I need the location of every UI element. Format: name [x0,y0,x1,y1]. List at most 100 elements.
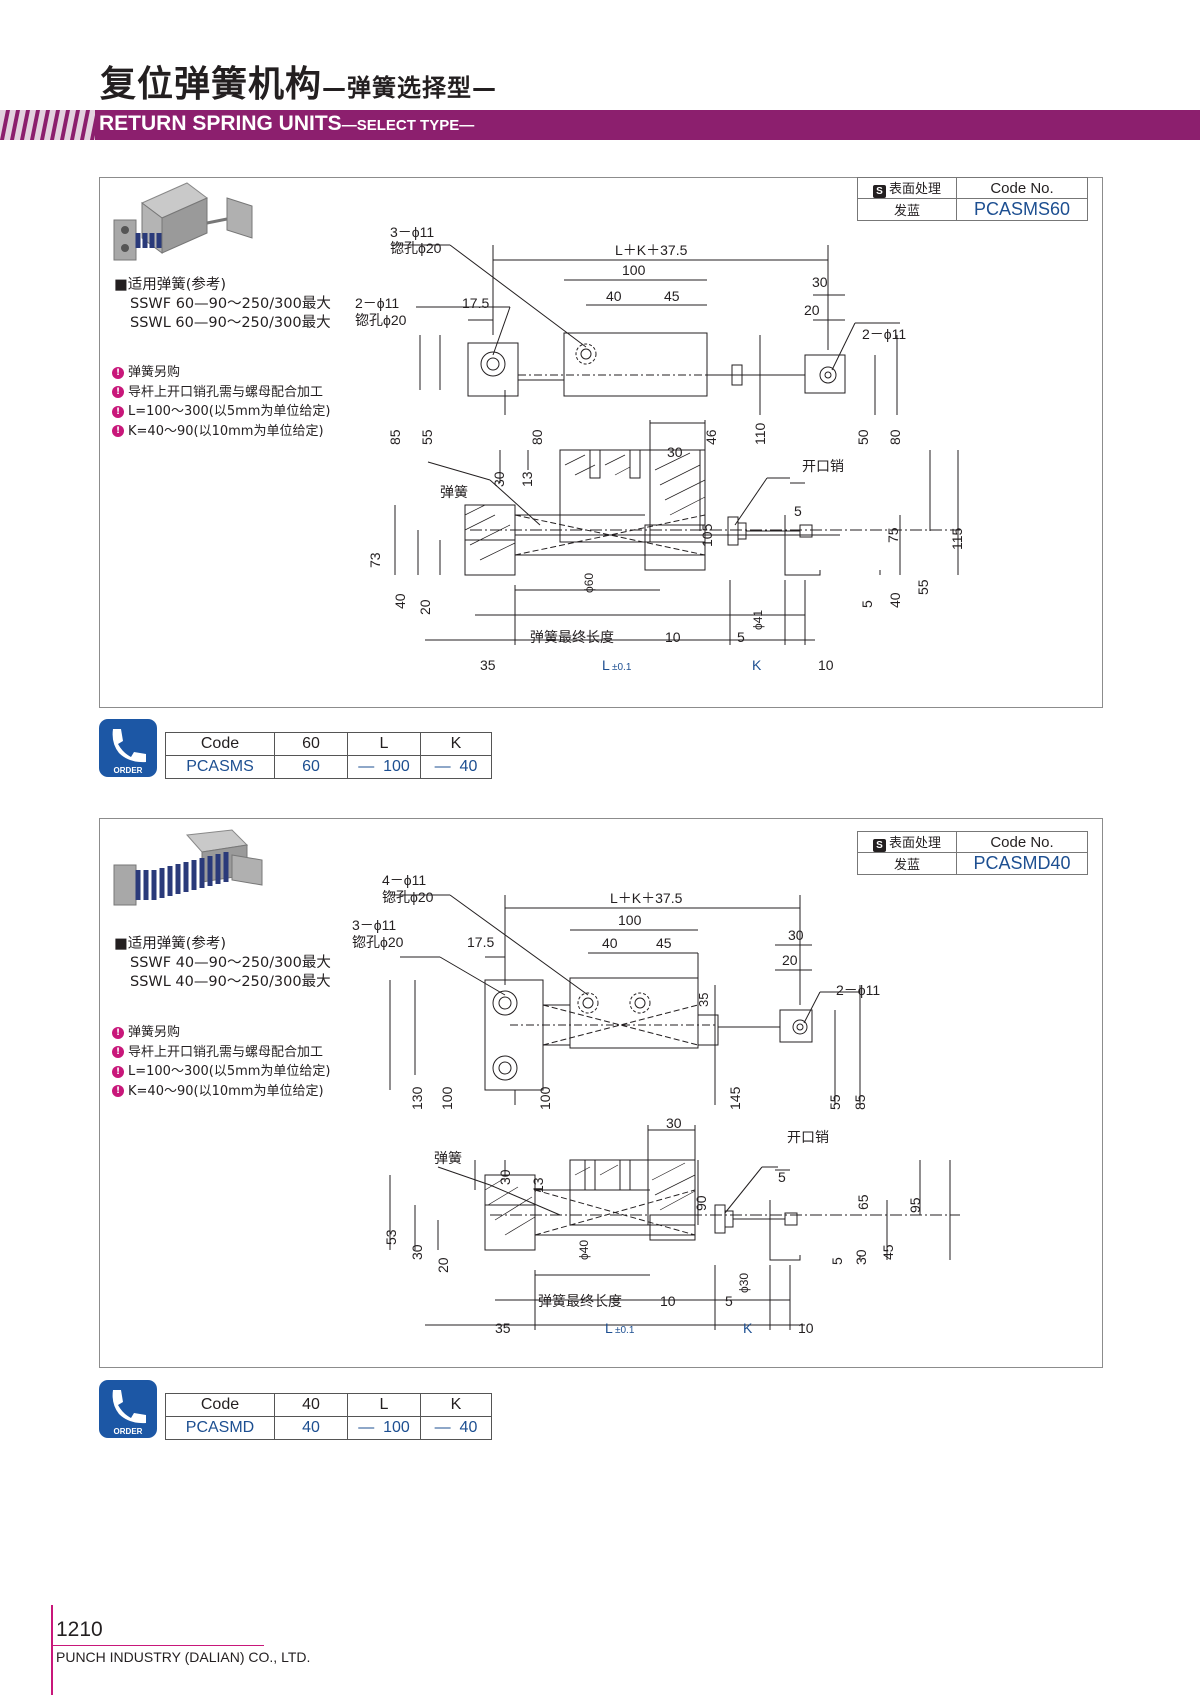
svg-text:30: 30 [409,1244,425,1260]
info-icon: ! [112,405,124,418]
unit-panel-2 [99,818,1103,1368]
svg-text:30: 30 [491,471,507,487]
surface-badge: S [872,185,886,198]
svg-text:K: K [743,1320,753,1336]
svg-text:40: 40 [392,593,408,609]
svg-text:L＋K＋37.5: L＋K＋37.5 [610,890,683,906]
svg-text:30: 30 [667,444,683,460]
order-table-1: Code 60 L K PCASMS 60 — 100 — 40 [165,732,492,779]
svg-text:锪孔ϕ20: 锪孔ϕ20 [382,889,434,905]
svg-text:2－ϕ11: 2－ϕ11 [862,326,906,342]
svg-text:95: 95 [907,1197,923,1213]
info-icon: ! [112,1085,124,1098]
svg-text:5: 5 [829,1257,845,1265]
svg-text:73: 73 [367,552,383,568]
notes-2: !弹簧另购 !导杆上开口销孔需与螺母配合加工 !L=100～300(以5mm为单… [112,1023,331,1101]
svg-text:30: 30 [853,1249,869,1265]
svg-text:20: 20 [804,302,820,318]
notes-1: !弹簧另购 !导杆上开口销孔需与螺母配合加工 !L=100～300(以5mm为单… [112,363,331,441]
spring-spec-2: ■适用弹簧(参考) SSWF 40—90～250/300最大 SSWL 40—9… [114,936,331,990]
svg-text:ϕ60: ϕ60 [582,573,596,593]
svg-text:L: L [605,1320,613,1336]
svg-text:35: 35 [480,657,496,673]
footer-divider [52,1645,264,1646]
product-image-2 [113,829,263,906]
page-title: 复位弹簧机构—弹簧选择型— [100,64,498,105]
surface-badge: S [872,839,886,852]
svg-text:105: 105 [699,523,715,547]
svg-text:50: 50 [855,429,871,445]
svg-text:85: 85 [852,1094,868,1110]
svg-text:ϕ41: ϕ41 [751,610,765,630]
page-title-en: RETURN SPRING UNITS—SELECT TYPE— [99,112,475,135]
svg-text:4－ϕ11: 4－ϕ11 [382,872,426,888]
order-icon: ORDER [99,719,157,777]
svg-text:40: 40 [602,935,618,951]
svg-text:75: 75 [885,527,901,543]
svg-text:45: 45 [656,935,672,951]
svg-text:13: 13 [519,471,535,487]
svg-text:17.5: 17.5 [467,934,494,950]
info-icon: ! [112,386,124,399]
drawing-2: 4－ϕ11 锪孔ϕ20 L＋K＋37.5 100 40 45 30 20 3－ϕ… [352,872,960,1336]
svg-text:13: 13 [530,1177,546,1193]
svg-text:100: 100 [439,1086,455,1110]
info-icon: ! [112,1026,124,1039]
svg-text:ϕ40: ϕ40 [577,1240,591,1260]
svg-text:弹簧: 弹簧 [434,1150,462,1166]
svg-text:80: 80 [529,429,545,445]
svg-text:ORDER: ORDER [114,1427,143,1436]
svg-text:10: 10 [665,629,681,645]
svg-text:35: 35 [495,1320,511,1336]
svg-text:5: 5 [737,629,745,645]
svg-text:锪孔ϕ20: 锪孔ϕ20 [352,934,404,950]
svg-text:ϕ30: ϕ30 [737,1273,751,1293]
svg-text:20: 20 [782,952,798,968]
page-number: 1210 [56,1618,103,1641]
svg-text:开口销: 开口销 [787,1129,829,1145]
svg-text:55: 55 [915,579,931,595]
product-image-1 [113,182,253,261]
svg-text:55: 55 [419,429,435,445]
svg-text:45: 45 [664,288,680,304]
info-icon: ! [112,366,124,379]
svg-text:85: 85 [387,429,403,445]
svg-text:10: 10 [798,1320,814,1336]
svg-text:130: 130 [409,1086,425,1110]
svg-text:弹簧: 弹簧 [440,484,468,500]
unit-panel-1 [99,177,1103,708]
svg-text:35: 35 [696,993,711,1007]
svg-text:110: 110 [752,422,768,445]
info-icon: ! [112,1046,124,1059]
svg-text:65: 65 [855,1194,871,1210]
svg-text:锪孔ϕ20: 锪孔ϕ20 [355,312,407,328]
svg-text:20: 20 [435,1257,451,1273]
svg-text:±0.1: ±0.1 [612,662,632,673]
svg-text:5: 5 [778,1169,786,1185]
svg-text:30: 30 [788,927,804,943]
svg-text:K: K [752,657,762,673]
svg-text:3－ϕ11: 3－ϕ11 [390,224,434,240]
svg-text:55: 55 [827,1094,843,1110]
svg-text:145: 145 [727,1086,743,1110]
svg-text:5: 5 [725,1293,733,1309]
company-name: PUNCH INDUSTRY (DALIAN) CO., LTD. [56,1649,311,1665]
svg-text:弹簧最终长度: 弹簧最终长度 [538,1293,622,1309]
svg-text:5: 5 [794,503,802,519]
svg-text:53: 53 [383,1229,399,1245]
title-band [0,110,1200,140]
svg-text:100: 100 [537,1086,553,1110]
svg-text:17.5: 17.5 [462,295,489,311]
svg-text:100: 100 [618,912,642,928]
svg-text:3－ϕ11: 3－ϕ11 [352,917,396,933]
svg-text:锪孔ϕ20: 锪孔ϕ20 [390,240,442,256]
svg-text:开口销: 开口销 [802,458,844,474]
svg-text:L＋K＋37.5: L＋K＋37.5 [615,242,688,258]
svg-text:10: 10 [660,1293,676,1309]
svg-text:30: 30 [666,1115,682,1131]
svg-text:10: 10 [818,657,834,673]
svg-text:±0.1: ±0.1 [615,1325,635,1336]
info-icon: ! [112,425,124,438]
